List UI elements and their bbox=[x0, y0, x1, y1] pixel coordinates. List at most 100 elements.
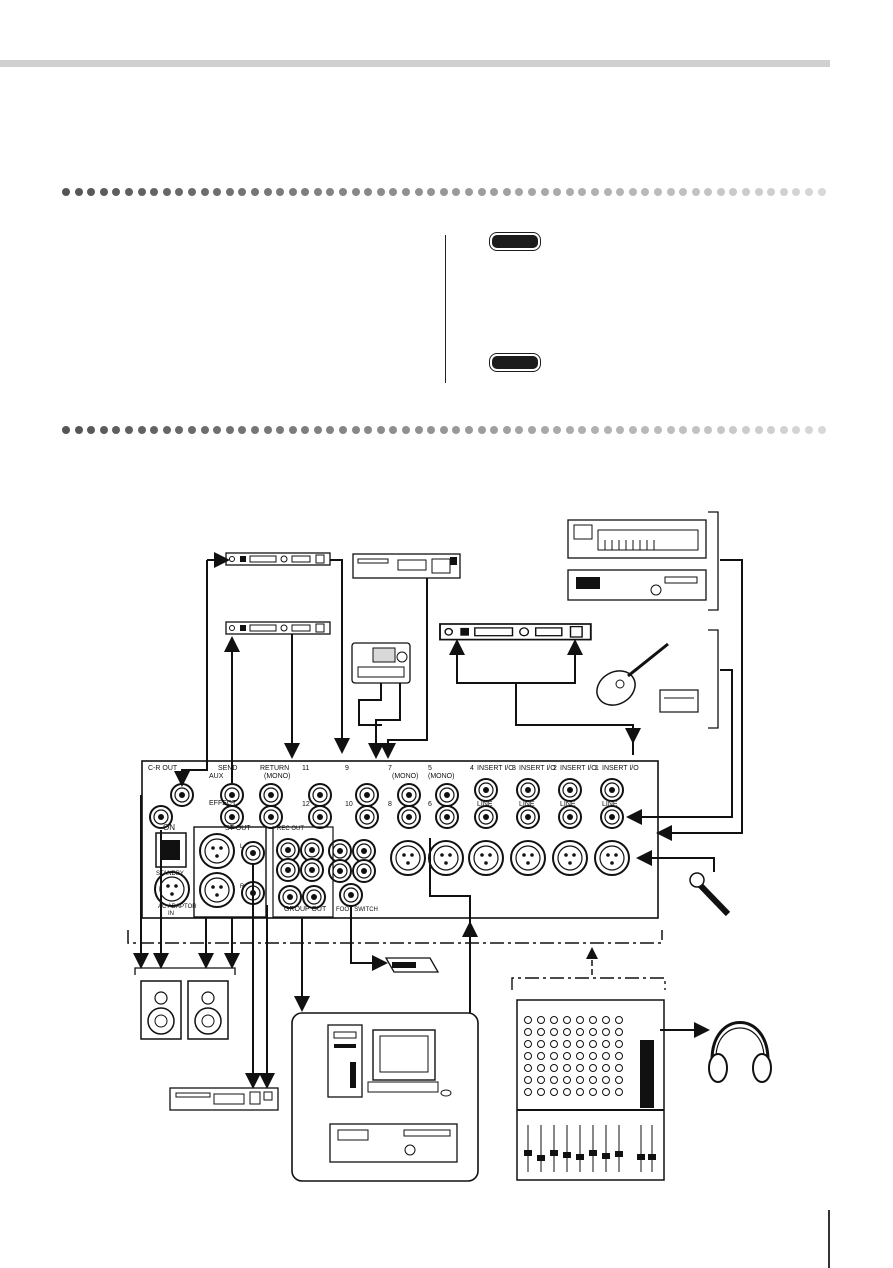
divider-dot bbox=[691, 188, 700, 196]
divider-dot bbox=[175, 188, 184, 196]
divider-dot bbox=[742, 426, 751, 434]
label-ch4: 4 bbox=[470, 765, 474, 772]
divider-dot bbox=[490, 188, 499, 196]
divider-dot bbox=[99, 188, 108, 196]
divider-dot bbox=[175, 426, 184, 434]
divider-dot bbox=[376, 426, 385, 434]
mixer-knob bbox=[524, 1040, 532, 1048]
mixer-knob bbox=[524, 1064, 532, 1072]
label-send: SEND bbox=[218, 765, 237, 772]
mixer-knob bbox=[550, 1064, 558, 1072]
label-ch8: 8 bbox=[388, 801, 392, 808]
divider-dot bbox=[427, 188, 436, 196]
divider-dot bbox=[679, 188, 688, 196]
label-insert-2: INSERT I/O bbox=[560, 765, 597, 772]
label-insert-4: INSERT I/O bbox=[477, 765, 514, 772]
divider-dot bbox=[666, 426, 675, 434]
divider-dot bbox=[288, 188, 297, 196]
mixer-knob bbox=[615, 1040, 623, 1048]
label-on: ON bbox=[163, 823, 175, 832]
divider-dot bbox=[817, 188, 826, 196]
divider-dot bbox=[137, 426, 146, 434]
divider-dot bbox=[263, 188, 272, 196]
divider-dot bbox=[616, 188, 625, 196]
divider-dot bbox=[351, 188, 360, 196]
mixer-knob bbox=[550, 1040, 558, 1048]
divider-dot bbox=[389, 188, 398, 196]
divider-dot bbox=[288, 426, 297, 434]
label-ch3: 3 bbox=[512, 765, 516, 772]
label-ch7: 7 bbox=[388, 765, 392, 772]
divider-dot bbox=[99, 426, 108, 434]
label-ch7-mono: (MONO) bbox=[392, 773, 418, 780]
mixer-knob bbox=[524, 1052, 532, 1060]
divider-dot bbox=[754, 188, 763, 196]
divider-dot bbox=[452, 426, 461, 434]
divider-dot bbox=[402, 426, 411, 434]
divider-dot bbox=[200, 426, 209, 434]
divider-dot bbox=[263, 426, 272, 434]
mixer-knob bbox=[563, 1088, 571, 1096]
mixer-knob bbox=[550, 1016, 558, 1024]
mixer-knob bbox=[589, 1076, 597, 1084]
divider-dot bbox=[339, 426, 348, 434]
label-standby: STANDBY bbox=[156, 871, 184, 877]
label-line-2: LINE bbox=[560, 801, 576, 808]
mixer-knob bbox=[576, 1064, 584, 1072]
mixer-knob bbox=[615, 1016, 623, 1024]
audio-interface bbox=[329, 1123, 458, 1163]
label-st-out: ST OUT bbox=[225, 825, 251, 832]
divider-dot bbox=[339, 188, 348, 196]
divider-dot bbox=[389, 426, 398, 434]
divider-dot bbox=[187, 426, 196, 434]
divider-dot bbox=[716, 426, 725, 434]
divider-dot bbox=[137, 188, 146, 196]
divider-dot bbox=[590, 426, 599, 434]
page-edge-rule bbox=[828, 1210, 830, 1268]
mixer-knob bbox=[576, 1016, 584, 1024]
divider-dot bbox=[213, 188, 222, 196]
mixer-knob bbox=[550, 1088, 558, 1096]
mixer-knob bbox=[563, 1076, 571, 1084]
divider-dot bbox=[779, 426, 788, 434]
divider-dot bbox=[565, 188, 574, 196]
mixer-knob bbox=[537, 1028, 545, 1036]
divider-dot bbox=[351, 426, 360, 434]
divider-dot bbox=[754, 426, 763, 434]
label-rec-out: REC OUT bbox=[277, 826, 304, 832]
mixer-knob bbox=[576, 1040, 584, 1048]
divider-dot bbox=[515, 426, 524, 434]
mixer-knob bbox=[576, 1076, 584, 1084]
divider-dot bbox=[704, 426, 713, 434]
mixer-knob bbox=[602, 1064, 610, 1072]
divider-dot bbox=[313, 426, 322, 434]
divider-dot bbox=[87, 426, 96, 434]
label-aux: AUX bbox=[209, 773, 224, 780]
divider-dot bbox=[414, 426, 423, 434]
divider-dot bbox=[427, 426, 436, 434]
divider-dot bbox=[376, 188, 385, 196]
label-line-4: LINE bbox=[477, 801, 493, 808]
label-effect: EFFECT bbox=[209, 800, 237, 807]
divider-dot bbox=[276, 188, 285, 196]
mixer-knob bbox=[602, 1052, 610, 1060]
mixer-knob bbox=[550, 1028, 558, 1036]
divider-dot bbox=[779, 188, 788, 196]
divider-dot bbox=[603, 188, 612, 196]
label-ch2: 2 bbox=[553, 765, 557, 772]
mixer-knob bbox=[537, 1064, 545, 1072]
mixer-knob bbox=[589, 1028, 597, 1036]
divider-dot bbox=[124, 426, 133, 434]
mixer-knob bbox=[524, 1016, 532, 1024]
mixer-knob bbox=[589, 1040, 597, 1048]
mixer-knob bbox=[615, 1088, 623, 1096]
divider-dot bbox=[150, 188, 159, 196]
mixer-knob bbox=[524, 1028, 532, 1036]
divider-dot bbox=[62, 426, 70, 434]
divider-dot bbox=[187, 188, 196, 196]
label-insert-1: INSERT I/O bbox=[602, 765, 639, 772]
drum-machine bbox=[351, 642, 411, 684]
section-divider-bottom bbox=[62, 426, 830, 438]
label-ch9: 9 bbox=[345, 765, 349, 772]
mixer-knob bbox=[576, 1028, 584, 1036]
